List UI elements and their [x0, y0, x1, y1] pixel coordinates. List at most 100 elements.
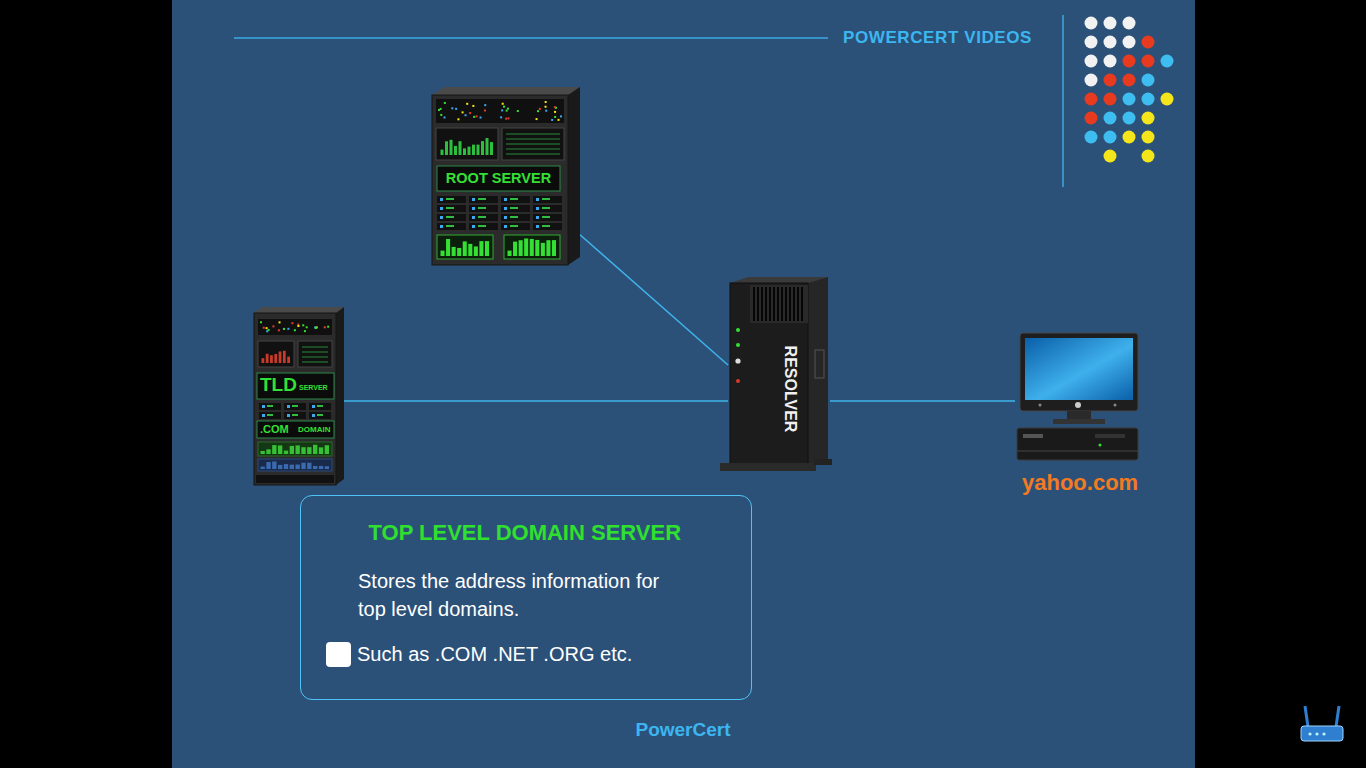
- status-led: [472, 105, 474, 107]
- status-led: [297, 325, 299, 327]
- drive-module: [284, 403, 306, 410]
- logo-dot: [1104, 93, 1117, 106]
- drive-light: [478, 216, 486, 218]
- status-led: [480, 117, 482, 119]
- drive-module: [501, 223, 530, 230]
- level-bar: [452, 247, 456, 256]
- status-led: [537, 110, 539, 112]
- resolver-box: RESOLVER: [728, 275, 830, 475]
- logo-dot: [1142, 55, 1155, 68]
- meter-panel: [437, 235, 493, 259]
- drive-light: [478, 225, 486, 227]
- drive-module: [533, 205, 562, 212]
- drive-light: [267, 405, 273, 407]
- channel-title: POWERCERT VIDEOS: [843, 28, 1032, 48]
- logo-dot: [1085, 36, 1098, 49]
- display-line: [506, 134, 560, 135]
- level-bar: [279, 351, 282, 363]
- level-bar: [552, 240, 556, 256]
- display-line: [302, 352, 328, 353]
- status-led: [469, 112, 471, 114]
- drive-light: [536, 216, 539, 219]
- status-led: [315, 327, 317, 329]
- logo-dot: [1142, 131, 1155, 144]
- logo-dot: [1142, 93, 1155, 106]
- rack-front: [432, 95, 568, 265]
- status-led: [451, 107, 453, 109]
- monitor-bezel: [1020, 333, 1138, 411]
- logo-dot: [1085, 112, 1098, 125]
- status-led: [324, 326, 326, 328]
- level-bar: [284, 451, 288, 454]
- meter-panel: [258, 442, 332, 456]
- drive-light: [312, 405, 315, 408]
- status-led: [444, 116, 446, 118]
- status-led: [507, 117, 509, 119]
- case-latch: [815, 350, 824, 378]
- header-rule: [234, 37, 828, 39]
- desktop-badge: [1023, 434, 1043, 438]
- level-bar: [468, 147, 471, 155]
- vent-slit: [781, 287, 783, 321]
- domain-label: .COM: [260, 423, 289, 436]
- level-bar: [319, 447, 323, 454]
- drive-light: [440, 216, 443, 219]
- vent-slit: [773, 287, 775, 321]
- drive-module: [501, 196, 530, 203]
- drive-light: [440, 198, 443, 201]
- drive-module: [309, 412, 331, 419]
- monitor-button: [1114, 404, 1117, 407]
- status-led: [545, 110, 547, 112]
- node-artwork: [1015, 333, 1142, 463]
- status-led: [444, 102, 446, 104]
- display-line: [302, 357, 328, 358]
- status-led: [466, 103, 468, 105]
- status-led: [283, 328, 285, 330]
- logo-dot: [1142, 112, 1155, 125]
- level-bar: [519, 240, 523, 256]
- drive-light: [292, 414, 298, 416]
- drive-light: [472, 216, 475, 219]
- status-led: [304, 330, 306, 332]
- drive-light: [478, 207, 486, 209]
- drive-light: [262, 414, 265, 417]
- label-window: [437, 166, 560, 191]
- level-bar: [479, 241, 483, 256]
- logo-dot: [1104, 112, 1117, 125]
- rack-base: [256, 475, 334, 483]
- status-led: [302, 324, 304, 326]
- meter-panel: [258, 459, 332, 471]
- drive-module: [309, 403, 331, 410]
- drive-light: [317, 414, 323, 416]
- drive-light: [510, 216, 518, 218]
- level-bar: [450, 140, 453, 155]
- logo-dot: [1123, 74, 1136, 87]
- drive-light: [440, 225, 443, 228]
- domain-name: yahoo.com: [1022, 470, 1138, 496]
- display-panel: [502, 128, 564, 160]
- drive-light: [478, 198, 486, 200]
- logo-dot: [1123, 55, 1136, 68]
- level-bar: [290, 446, 294, 454]
- vent-slit: [765, 287, 767, 321]
- logo-dot: [1085, 74, 1098, 87]
- level-bar: [272, 445, 276, 454]
- router-antenna: [1305, 706, 1308, 727]
- status-led: [465, 114, 467, 116]
- level-bar: [266, 449, 270, 454]
- vent-slit: [797, 287, 799, 321]
- level-bar: [270, 355, 273, 363]
- logo-dot: [1142, 150, 1155, 163]
- logo-divider: [1062, 15, 1064, 187]
- drive-light: [446, 198, 454, 200]
- node-artwork: [254, 307, 344, 485]
- label-window: [257, 421, 334, 438]
- display-panel: [436, 128, 498, 160]
- drive-light: [472, 225, 475, 228]
- status-led: [551, 119, 553, 121]
- level-bar: [325, 445, 329, 454]
- status-led: [440, 114, 442, 116]
